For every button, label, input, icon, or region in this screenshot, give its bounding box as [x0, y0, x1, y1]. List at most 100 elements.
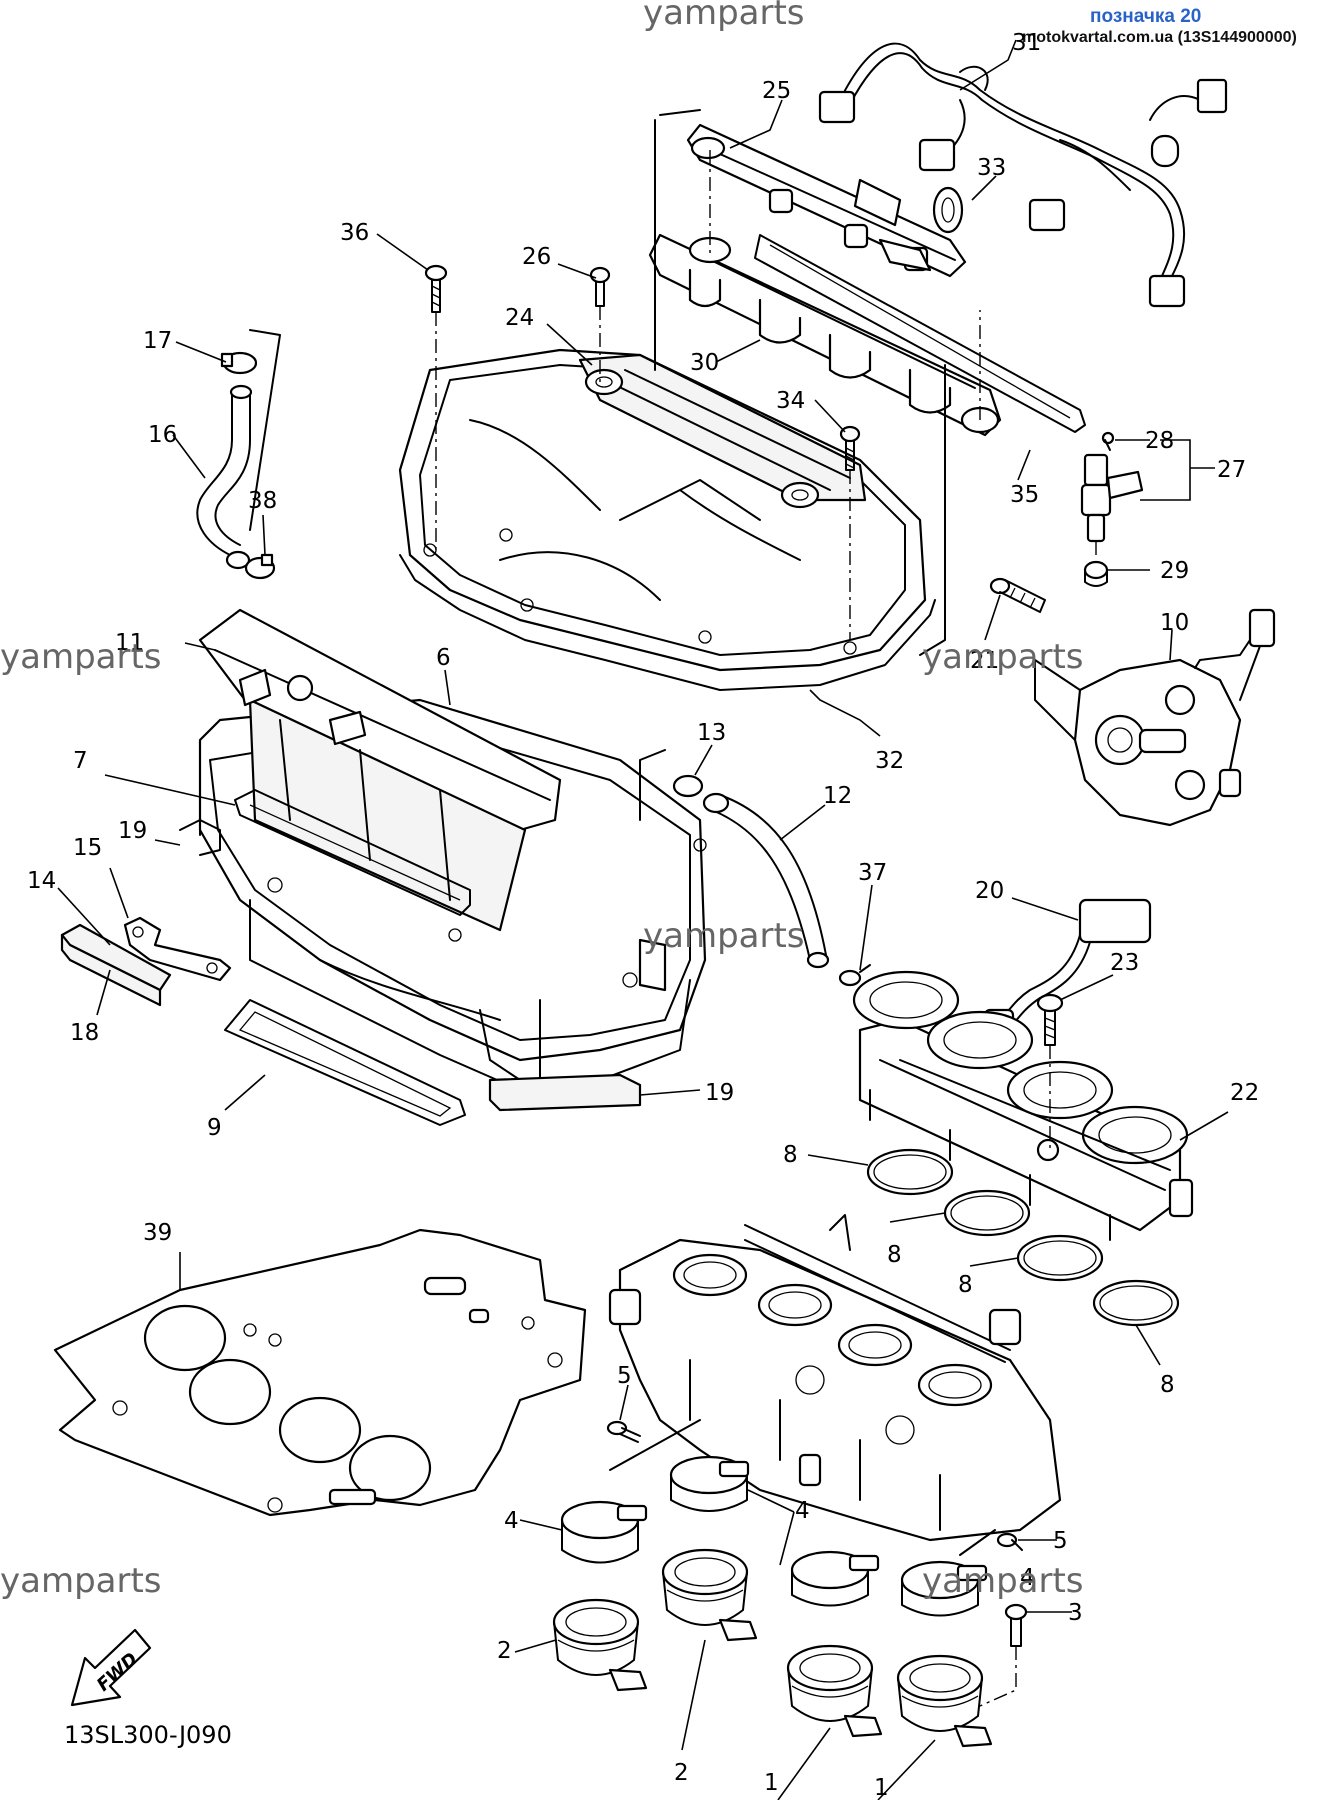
- callout-label: 12: [823, 783, 852, 809]
- callout-label: 5: [1053, 1528, 1068, 1554]
- joint-part-1-b: [896, 1654, 993, 1748]
- fuel-injector-part-27: [1080, 453, 1144, 543]
- callout-label: 4: [1020, 1565, 1035, 1591]
- seal-part-29: [1083, 560, 1109, 587]
- bolt-part-36: [424, 264, 448, 313]
- clamp-part-4-a: [560, 1500, 648, 1564]
- callout-label: 3: [1068, 1600, 1083, 1626]
- callout-label: 15: [73, 835, 102, 861]
- screw-part-5-right: [996, 1532, 1023, 1551]
- joint-part-1-a: [786, 1644, 883, 1738]
- callout-labels: 31 25 33 36 26 24 17 30 34 28 27 16 38 3…: [27, 30, 1259, 1800]
- bolt-part-23: [1036, 993, 1064, 1046]
- header-title: позначка 20: [1090, 6, 1201, 27]
- callout-label: 33: [977, 155, 1006, 181]
- gasket-part-32: [399, 554, 936, 691]
- watermark-text: yamparts: [0, 637, 162, 677]
- assembly-lines: [199, 109, 1111, 1707]
- callout-label: 37: [858, 860, 887, 886]
- grommet-part-33: [932, 186, 964, 234]
- callout-label: 8: [1160, 1372, 1175, 1398]
- callout-label: 1: [874, 1775, 889, 1800]
- callout-label: 8: [887, 1242, 902, 1268]
- callout-label: 4: [504, 1508, 519, 1534]
- bolt-part-3: [1004, 1603, 1028, 1647]
- intake-duct-part-11: [198, 608, 562, 932]
- callout-label: 31: [1012, 30, 1041, 56]
- callout-label: 9: [207, 1115, 222, 1141]
- o-ring-part-8-a: [866, 1148, 954, 1196]
- watermarks: yamparts yamparts yamparts yamparts yamp…: [0, 0, 1084, 1601]
- callout-label: 25: [762, 78, 791, 104]
- callout-label: 20: [975, 878, 1004, 904]
- callout-label: 5: [617, 1363, 632, 1389]
- injector-holder-part-30: [648, 233, 1002, 437]
- wire-harness-part-31: [818, 42, 1228, 308]
- callout-label: 6: [436, 645, 451, 671]
- joint-plate-part-39: [53, 1228, 587, 1517]
- clamp-part-17: [220, 351, 258, 375]
- gasket-part-9: [224, 999, 466, 1126]
- watermark-text: yamparts: [0, 1561, 162, 1601]
- callout-label: 1: [764, 1770, 779, 1796]
- header-source: motokvartal.com.ua (13S144900000): [1022, 29, 1297, 46]
- bracket-part-15: [123, 916, 232, 982]
- bolt-part-26: [589, 266, 611, 307]
- air-filter-case-cap-part-24: [398, 348, 927, 672]
- o-ring-part-8-b: [943, 1189, 1031, 1237]
- callout-label: 19: [705, 1080, 734, 1106]
- clamp-part-4-b: [669, 1455, 750, 1512]
- callout-label: 8: [958, 1272, 973, 1298]
- joint-part-2-b: [661, 1548, 758, 1642]
- fuel-rail-part-25: [686, 123, 967, 278]
- callout-label: 35: [1010, 482, 1039, 508]
- velocity-stack-assembly-part-22: [852, 970, 1194, 1241]
- callout-label: 27: [1217, 457, 1246, 483]
- callout-label: 39: [143, 1220, 172, 1246]
- callout-label: 32: [875, 748, 904, 774]
- joint-part-2-a: [552, 1598, 648, 1692]
- callout-leaders: [57, 39, 1229, 1800]
- callout-label: 24: [505, 305, 534, 331]
- callout-label: 11: [115, 630, 144, 656]
- o-ring-part-28: [1101, 431, 1115, 445]
- callout-label: 18: [70, 1020, 99, 1046]
- bolt-part-21: [989, 577, 1046, 613]
- fwd-arrow-icon: FWD: [70, 1628, 152, 1707]
- hose-part-12: [702, 792, 830, 969]
- callout-label: 23: [1110, 950, 1139, 976]
- o-ring-part-8-d: [1092, 1279, 1180, 1327]
- callout-label: 30: [690, 350, 719, 376]
- watermark-text: yamparts: [922, 637, 1084, 677]
- clamp-part-38: [244, 553, 276, 580]
- screw-part-5-left: [606, 1420, 641, 1443]
- callout-label: 2: [674, 1760, 689, 1786]
- callout-label: 34: [776, 388, 805, 414]
- callout-label: 13: [697, 720, 726, 746]
- callout-label: 36: [340, 220, 369, 246]
- callout-label: 28: [1145, 428, 1174, 454]
- throttle-body-assembly: [608, 1214, 1062, 1542]
- hose-part-16: [196, 384, 253, 570]
- callout-label: 16: [148, 422, 177, 448]
- drawing-code: 13SL300-J090: [64, 1721, 232, 1749]
- clamp-part-4-d: [900, 1560, 988, 1617]
- air-filter-element-part-7: [234, 789, 471, 916]
- callout-label: 10: [1160, 610, 1189, 636]
- watermark-text: yamparts: [643, 0, 805, 33]
- sponge-part-18: [60, 923, 172, 1007]
- clamp-part-37: [838, 964, 871, 987]
- bolt-part-34: [839, 425, 861, 471]
- callout-label: 19: [118, 818, 147, 844]
- callout-label: 2: [497, 1638, 512, 1664]
- callout-label: 29: [1160, 558, 1189, 584]
- watermark-text: yamparts: [643, 916, 805, 956]
- sensor-assembly-part-10: [1073, 608, 1276, 827]
- callout-label: 22: [1230, 1080, 1259, 1106]
- callout-label: 4: [795, 1498, 810, 1524]
- callout-label: 17: [143, 328, 172, 354]
- callout-label: 26: [522, 244, 551, 270]
- clamp-part-4-c: [790, 1550, 880, 1607]
- callout-label: 7: [73, 748, 88, 774]
